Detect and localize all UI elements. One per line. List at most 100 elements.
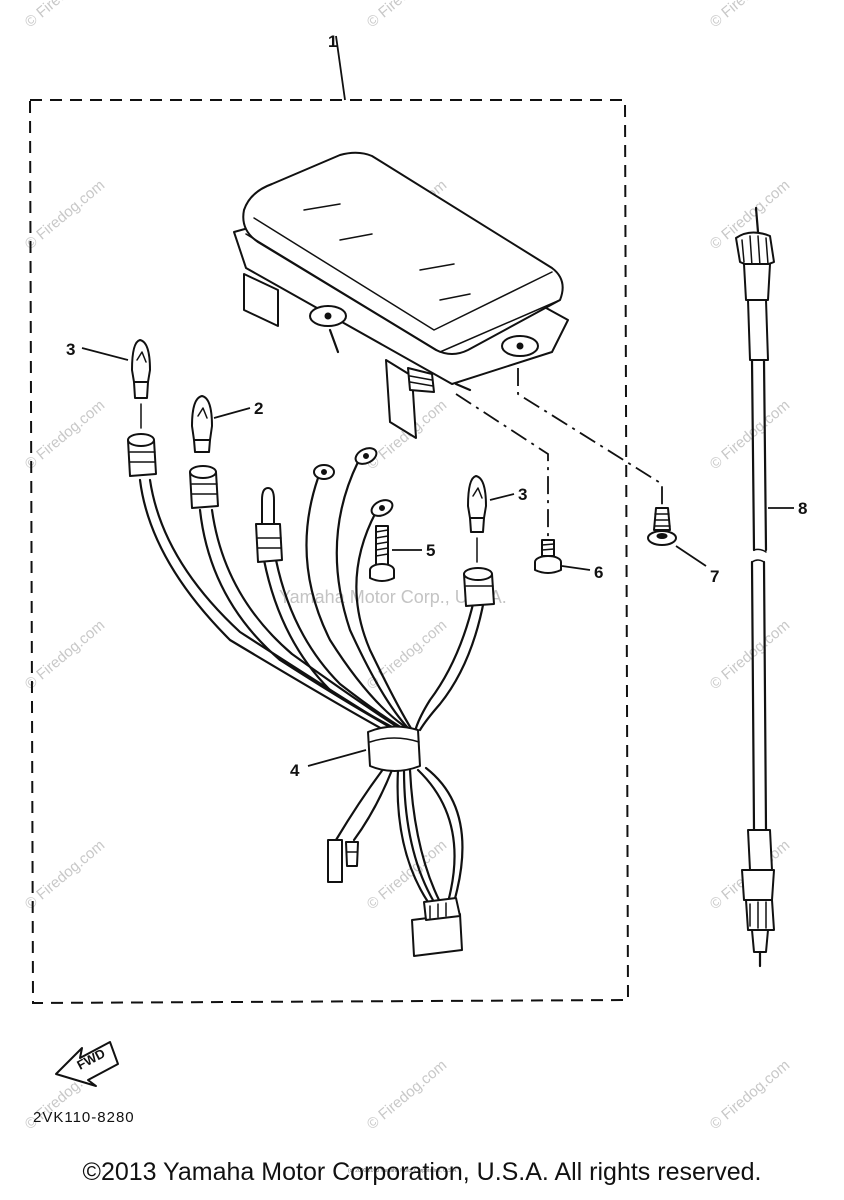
fwd-arrow: FWD	[55, 1041, 119, 1087]
cable-line	[762, 560, 768, 832]
watermark-text: © Firedog.com	[22, 837, 108, 913]
harness-coupler	[411, 913, 463, 957]
harness-wire	[274, 558, 404, 730]
bolt-thread	[541, 543, 555, 551]
screw-thread	[375, 529, 389, 557]
callout-label-6: 6	[594, 563, 603, 582]
bulb-base	[133, 381, 149, 399]
lens-highlight	[419, 263, 455, 271]
callout-leader-3b	[489, 493, 515, 501]
meter-cable-socket	[407, 367, 435, 393]
socket-ribs	[129, 451, 156, 463]
meter-mount-hole	[516, 342, 524, 350]
watermark-layer: © Firedog.com © Firedog.com © Firedog.co…	[22, 0, 793, 1133]
harness-wire	[416, 768, 456, 904]
callout-label-5: 5	[426, 541, 435, 560]
bulb-socket-top	[189, 465, 217, 479]
alignment-line-screw	[455, 393, 549, 540]
bolt-head-side	[534, 562, 562, 574]
meter-case-edge	[253, 217, 553, 331]
ring-terminal-hole	[363, 453, 369, 459]
watermark-text: © Firedog.com	[707, 1057, 793, 1133]
screw-part-5	[369, 525, 395, 582]
harness-wire	[210, 508, 398, 728]
callout-leader-2	[213, 407, 251, 419]
wedge-bulb	[467, 475, 487, 519]
cable-upper-sleeve	[743, 263, 771, 301]
harness-wire	[334, 766, 386, 842]
harness-clamp	[367, 725, 421, 772]
harness-wire	[352, 768, 394, 842]
coupler-pins	[429, 902, 447, 919]
bullet-connector	[345, 841, 359, 867]
cable-line	[750, 560, 756, 832]
bulb-base	[193, 439, 211, 453]
watermark-text: © Firedog.com	[707, 617, 793, 693]
watermark-center-text: Yamaha Motor Corp., U.S.A.	[279, 587, 507, 607]
wedge-bulb	[131, 339, 151, 383]
copyright-notice: ©2013 Yamaha Motor Corporation, U.S.A. A…	[82, 1158, 762, 1186]
screw-head-side	[369, 570, 395, 582]
harness-wire	[262, 558, 400, 732]
assembly-boundary	[28, 99, 630, 1005]
callout-leader-6	[561, 565, 591, 571]
cable-upper-boot	[747, 299, 769, 361]
callout-label-8: 8	[798, 499, 807, 518]
bolt-part-6	[534, 539, 562, 574]
socket-ribs	[257, 537, 282, 549]
cable-tip	[754, 206, 760, 234]
nut-knurl	[749, 901, 767, 929]
clamp-edge	[369, 737, 420, 743]
watermark-text: © Firedog.com	[22, 0, 108, 31]
lens-highlight	[439, 293, 471, 301]
fwd-arrow-shape	[55, 1041, 119, 1087]
cable-lower-nut	[745, 899, 775, 931]
bulb-filament	[472, 487, 483, 499]
watermark-text: © Firedog.com	[707, 0, 793, 31]
meter-mount-hole	[324, 312, 332, 320]
callout-label-3b: 3	[518, 485, 527, 504]
meter-assembly	[233, 151, 569, 439]
callout-label-1: 1	[328, 32, 337, 51]
harness-wire	[402, 768, 436, 904]
cable-break	[751, 559, 765, 563]
harness-wire	[138, 478, 386, 732]
cable-lower-sleeve	[741, 869, 775, 901]
bulb-filament	[197, 407, 208, 419]
callout-label-7: 7	[710, 567, 719, 586]
harness-coupler-top	[423, 897, 461, 921]
cable-line	[762, 358, 768, 552]
wedge-bulb	[191, 395, 213, 441]
diagram-part-number: 2VK110-8280	[33, 1109, 135, 1126]
bulb-socket-top	[127, 433, 155, 447]
fine-print-watermark: (c) 2000-2013 Yamaha Motor Corporation, …	[348, 1168, 458, 1174]
meter-bracket-leg	[328, 328, 472, 392]
harness-wire	[424, 766, 464, 904]
bulb-base	[469, 517, 485, 533]
wire-harness	[127, 433, 495, 957]
callout-label-2: 2	[254, 399, 263, 418]
callout-leader-7	[675, 545, 707, 567]
bulb-part-3-right	[467, 475, 487, 563]
lens-highlight	[303, 203, 341, 211]
watermark-text: © Firedog.com	[22, 177, 108, 253]
meter-case-rim	[245, 233, 561, 353]
cable-line	[750, 358, 756, 552]
ring-terminal-hole	[379, 505, 385, 511]
watermark-text: © Firedog.com	[707, 397, 793, 473]
cable-break	[753, 548, 767, 553]
bullet-connector	[327, 839, 343, 883]
harness-wire	[305, 476, 406, 728]
watermark-text: © Firedog.com	[364, 0, 450, 31]
harness-wire	[418, 598, 486, 732]
bolt-shank	[541, 539, 555, 557]
callout-label-4: 4	[290, 761, 300, 780]
lens-highlight	[339, 233, 373, 241]
callout-leader-4	[307, 749, 367, 767]
cable-lower-boot	[747, 829, 773, 871]
grommet-hole	[656, 533, 668, 539]
watermark-text: © Firedog.com	[364, 1057, 450, 1133]
watermark-text: © Firedog.com	[22, 617, 108, 693]
